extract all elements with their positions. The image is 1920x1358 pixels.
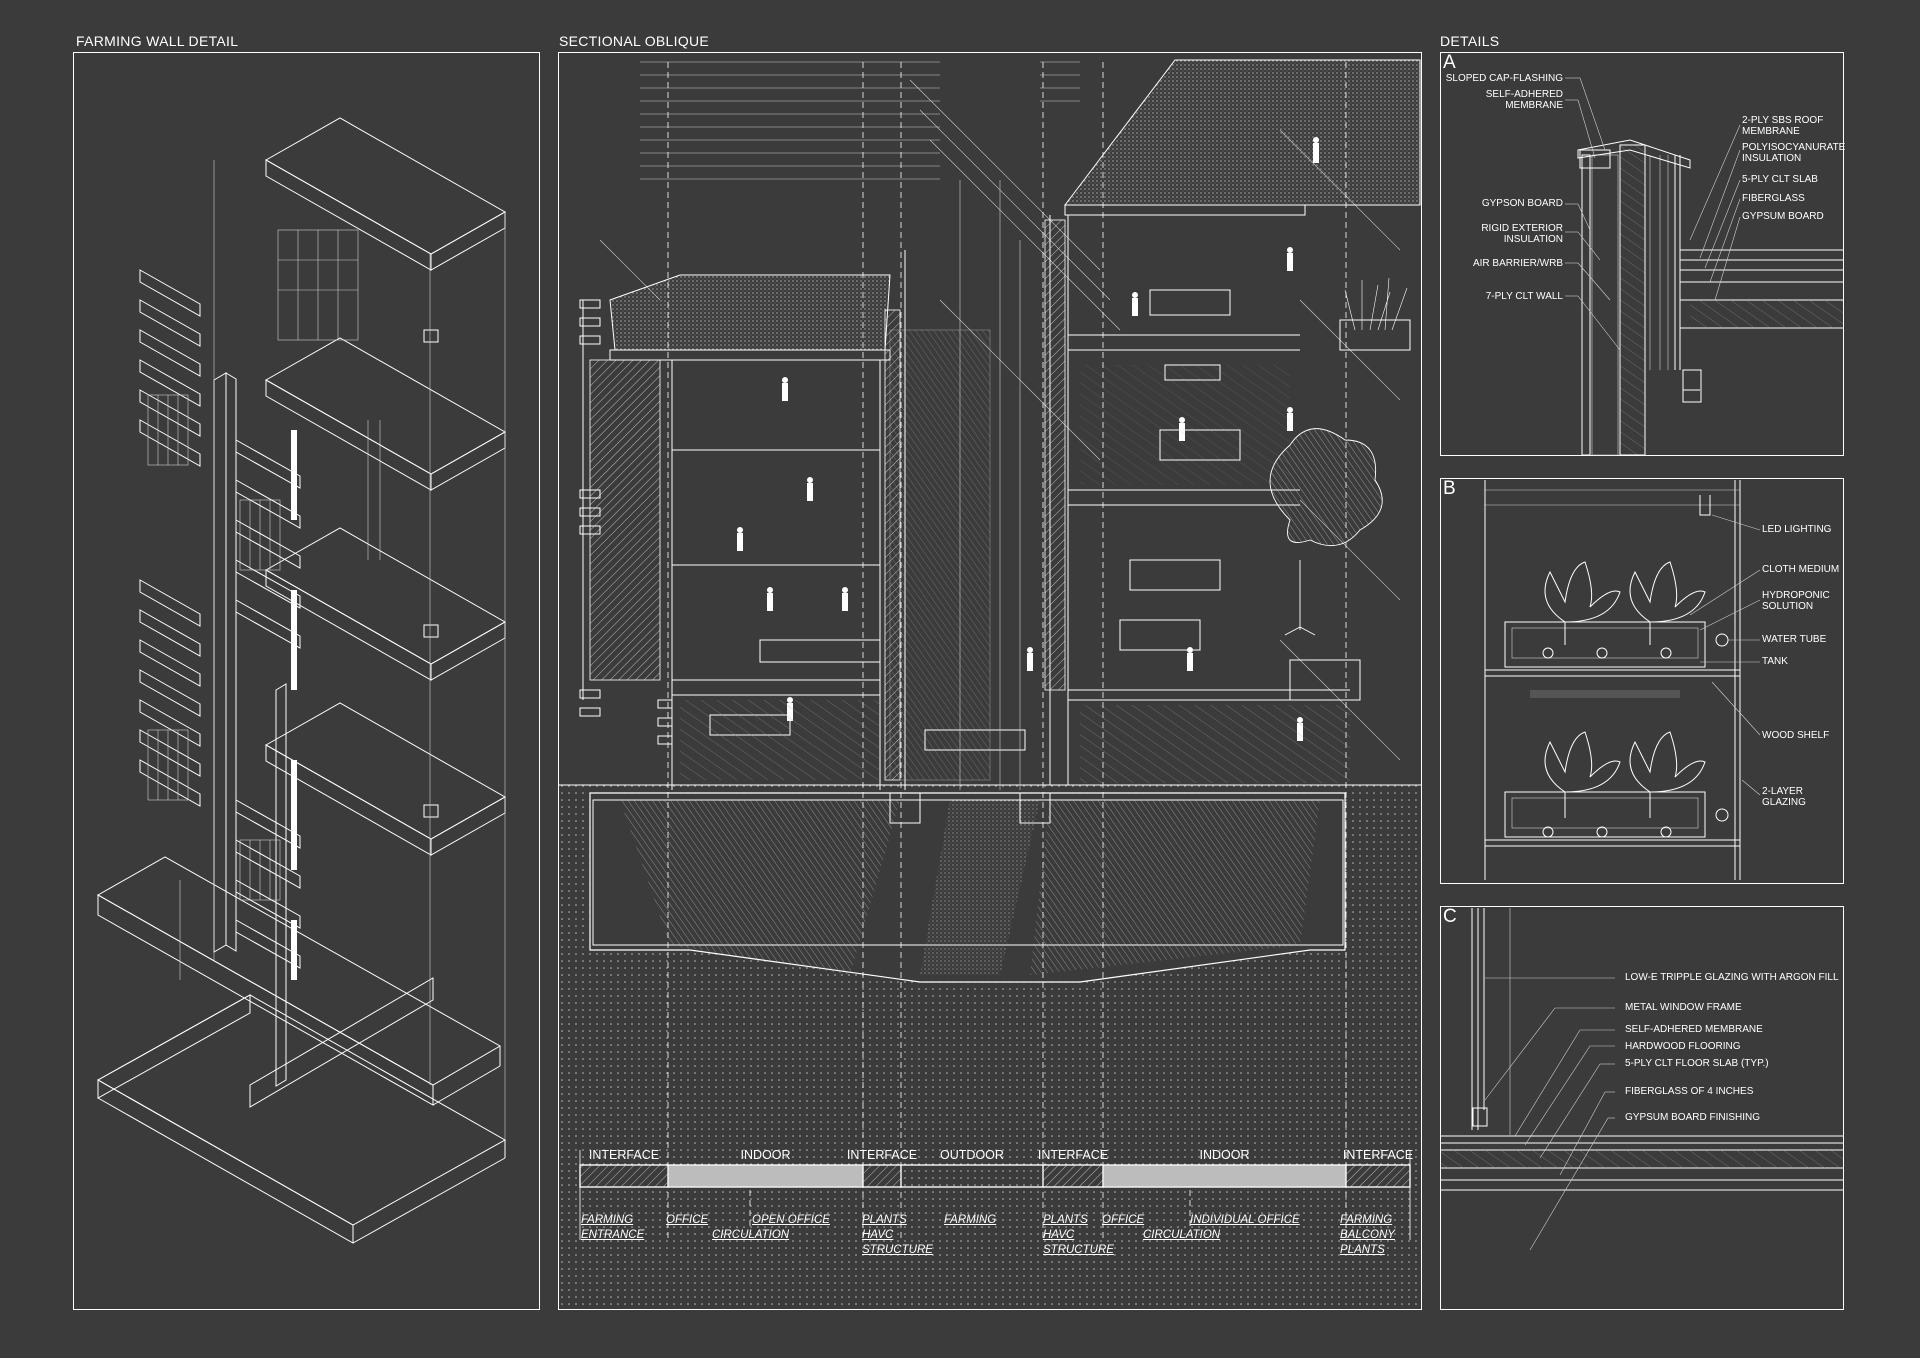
sectional-oblique-frame xyxy=(558,52,1422,1310)
detail-a-label: A xyxy=(1443,52,1456,73)
program-circulation-1: CIRCULATION xyxy=(712,1229,790,1241)
note-metal-window-frame: METAL WINDOW FRAME xyxy=(1625,1002,1742,1013)
note-hardwood-flooring: HARDWOOD FLOORING xyxy=(1625,1041,1741,1052)
note-self-adhered-membrane-c: SELF-ADHERED MEMBRANE xyxy=(1625,1024,1763,1035)
program-individual-office: INDIVIDUAL OFFICE xyxy=(1190,1214,1300,1226)
program-farming-balcony-plants: FARMING BALCONY PLANTS xyxy=(1340,1214,1395,1256)
note-polyisocyanurate: POLYISOCYANURATE INSULATION xyxy=(1742,142,1846,164)
note-2-layer-glazing: 2-LAYER GLAZING xyxy=(1762,786,1806,808)
details-title: DETAILS xyxy=(1440,33,1500,49)
note-sloped-cap-flashing: SLOPED CAP-FLASHING xyxy=(1445,73,1563,84)
note-wood-shelf: WOOD SHELF xyxy=(1762,730,1830,741)
note-fiberglass-4-inches: FIBERGLASS OF 4 INCHES xyxy=(1625,1086,1754,1097)
detail-b-label: B xyxy=(1443,478,1456,499)
zone-interface-4: INTERFACE xyxy=(1342,1148,1414,1162)
program-farming: FARMING xyxy=(944,1214,997,1226)
zone-interface-3: INTERFACE xyxy=(1037,1148,1109,1162)
note-2-ply-sbs: 2-PLY SBS ROOF MEMBRANE xyxy=(1742,115,1824,137)
zone-interface-1: INTERFACE xyxy=(588,1148,660,1162)
detail-b-frame xyxy=(1440,478,1844,884)
note-led-lighting: LED LIGHTING xyxy=(1762,524,1832,535)
note-gypsum-board: GYPSUM BOARD xyxy=(1742,211,1824,222)
detail-c-label: C xyxy=(1443,906,1457,927)
farming-wall-detail-title: FARMING WALL DETAIL xyxy=(76,33,239,49)
note-gypsum-board-finishing: GYPSUM BOARD FINISHING xyxy=(1625,1112,1761,1123)
note-air-barrier: AIR BARRIER/WRB xyxy=(1472,258,1563,269)
detail-a-drawing xyxy=(1565,77,1843,456)
program-circulation-2: CIRCULATION xyxy=(1143,1229,1221,1241)
zone-indoor-2: INDOOR xyxy=(1199,1148,1250,1162)
detail-c-frame xyxy=(1440,906,1844,1310)
program-office-1: OFFICE xyxy=(666,1214,709,1226)
note-fiberglass: FIBERGLASS xyxy=(1742,193,1805,204)
zone-outdoor: OUTDOOR xyxy=(940,1148,1004,1162)
note-7-ply-clt-wall: 7-PLY CLT WALL xyxy=(1485,291,1563,302)
program-farming-entrance: FARMING ENTRANCE xyxy=(581,1214,645,1241)
zone-interface-2: INTERFACE xyxy=(846,1148,918,1162)
note-5-ply-clt-floor-slab: 5-PLY CLT FLOOR SLAB (TYP.) xyxy=(1625,1058,1769,1069)
note-5-ply-clt-slab: 5-PLY CLT SLAB xyxy=(1742,174,1818,185)
farming-wall-frame xyxy=(73,52,540,1310)
program-office-2: OFFICE xyxy=(1102,1214,1145,1226)
note-water-tube: WATER TUBE xyxy=(1762,634,1827,645)
program-plants-havc-1: PLANTS HAVC STRUCTURE xyxy=(862,1214,933,1256)
note-rigid-exterior-insulation: RIGID EXTERIOR INSULATION xyxy=(1481,223,1563,245)
detail-b-drawing xyxy=(1484,480,1761,880)
program-open-office: OPEN OFFICE xyxy=(752,1214,830,1226)
farming-wall-isometric xyxy=(96,117,507,1244)
sectional-oblique-title: SECTIONAL OBLIQUE xyxy=(559,33,710,49)
note-self-adhered-membrane: SELF-ADHERED MEMBRANE xyxy=(1485,89,1563,111)
note-low-e-glazing: LOW-E TRIPPLE GLAZING WITH ARGON FILL xyxy=(1625,972,1839,983)
zone-indoor-1: INDOOR xyxy=(740,1148,791,1162)
note-hydroponic-solution: HYDROPONIC SOLUTION xyxy=(1762,590,1830,612)
note-cloth-medium: CLOTH MEDIUM xyxy=(1762,564,1840,575)
sectional-oblique-drawing xyxy=(559,59,1421,1309)
note-tank: TANK xyxy=(1762,656,1788,667)
program-plants-havc-2: PLANTS HAVC STRUCTURE xyxy=(1043,1214,1114,1256)
note-gypson-board: GYPSON BOARD xyxy=(1481,198,1563,209)
detail-c-drawing xyxy=(1441,908,1843,1251)
